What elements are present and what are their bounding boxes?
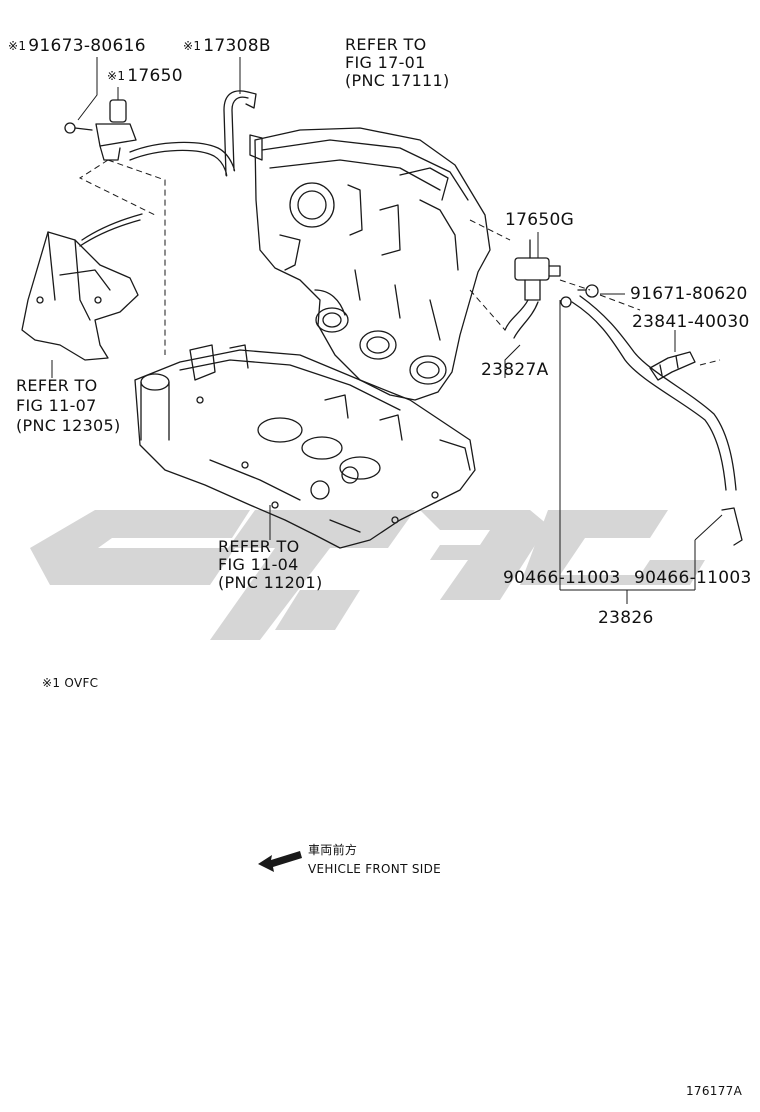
engine-mount-bracket <box>21 213 143 361</box>
label-90466-11003-right[interactable]: 90466-11003 <box>634 568 752 588</box>
ocv-valve <box>64 99 137 161</box>
ovfc-note-mark: ※1 <box>107 69 126 83</box>
label-17650g[interactable]: 17650G <box>505 210 575 230</box>
bracket-23841 <box>649 351 696 381</box>
ovfc-note-mark: ※1 <box>8 39 27 53</box>
footnote-ovfc: ※1 OVFC <box>42 676 98 691</box>
figure-id: 176177A <box>686 1084 743 1098</box>
leader-lines <box>51 57 723 604</box>
footnote-mark: ※1 <box>42 676 61 690</box>
label-90466-11003-left[interactable]: 90466-11003 <box>503 568 621 588</box>
reference-fig-11-07[interactable]: REFER TO FIG 11-07 (PNC 12305) <box>16 376 121 435</box>
vsv-valve <box>514 239 599 301</box>
label-91671-80620[interactable]: 91671-80620 <box>630 284 748 304</box>
lower-intake-manifold <box>134 344 476 549</box>
hose-17308b <box>129 90 257 177</box>
dashed-guide-lines <box>78 159 721 366</box>
reference-fig-17-01[interactable]: REFER TO FIG 17-01 (PNC 17111) <box>345 35 450 90</box>
direction-english: VEHICLE FRONT SIDE <box>308 862 441 876</box>
footnote-text: OVFC <box>64 676 99 690</box>
ovfc-note-mark: ※1 <box>183 39 202 53</box>
upper-intake-manifold <box>249 127 491 401</box>
label-23826[interactable]: 23826 <box>598 608 654 628</box>
direction-japanese: 車両前方 <box>308 843 358 857</box>
hose-23827a <box>504 299 539 339</box>
watermark-logo <box>30 510 705 640</box>
front-direction-arrow <box>258 851 302 872</box>
label-23827a[interactable]: 23827A <box>481 360 549 380</box>
reference-fig-11-04[interactable]: REFER TO FIG 11-04 (PNC 11201) <box>218 537 323 592</box>
label-23841-40030[interactable]: 23841-40030 <box>632 312 750 332</box>
hose-23826 <box>560 295 743 546</box>
